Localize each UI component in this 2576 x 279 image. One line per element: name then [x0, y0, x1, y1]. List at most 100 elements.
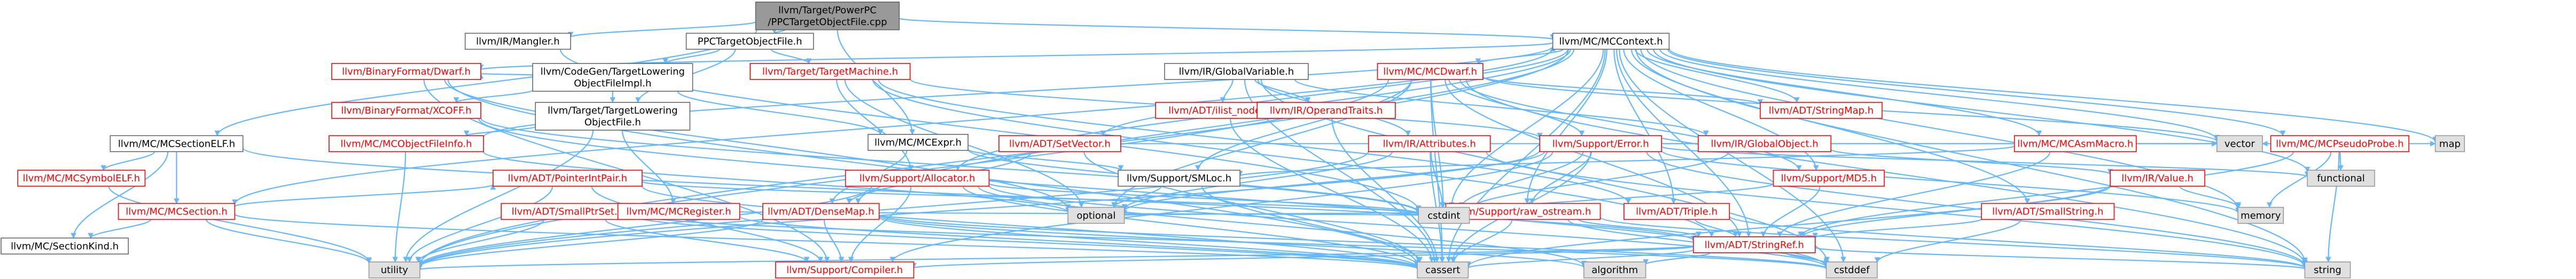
- node-binaryformatxcoff[interactable]: llvm/BinaryFormat/XCOFF.h: [331, 102, 481, 119]
- node-cgtloft[interactable]: llvm/CodeGen/TargetLoweringObjectFileImp…: [532, 63, 693, 92]
- node-box: [1693, 236, 1816, 253]
- node-irvalue[interactable]: llvm/IR/Value.h: [2110, 170, 2205, 187]
- node-binaryformatdwarf[interactable]: llvm/BinaryFormat/Dwarf.h: [331, 63, 481, 80]
- edge-globalvariable-operandtraits: [1254, 79, 1309, 103]
- edge-arrowhead: [88, 233, 93, 239]
- node-ppctof[interactable]: PPCTargetObjectFile.h: [685, 33, 814, 50]
- edge-arrowhead: [1625, 198, 1632, 204]
- node-label: llvm/ADT/Triple.h: [1636, 206, 1718, 218]
- node-label: llvm/MC/MCObjectFileInfo.h: [340, 138, 472, 149]
- node-box: [1417, 261, 1469, 278]
- node-mcsection[interactable]: llvm/MC/MCSection.h: [118, 203, 236, 220]
- node-root: llvm/Target/PowerPC/PPCTargetObjectFile.…: [755, 2, 900, 30]
- node-pointerintpair[interactable]: llvm/ADT/PointerIntPair.h: [493, 170, 643, 187]
- node-box: [1981, 203, 2115, 220]
- node-mcsectionkind[interactable]: llvm/MC/SectionKind.h: [1, 237, 129, 255]
- node-smloc[interactable]: llvm/Support/SMLoc.h: [1118, 170, 1240, 187]
- edge-arrowhead: [1874, 257, 1880, 263]
- node-mcsectionelf[interactable]: llvm/MC/MCSectionELF.h: [110, 135, 244, 153]
- node-label: map: [2439, 138, 2461, 149]
- node-supportallocator[interactable]: llvm/Support/Allocator.h: [845, 170, 990, 187]
- node-box: [1825, 261, 1878, 278]
- node-box: [1698, 135, 1832, 153]
- edge-arrowhead: [1757, 99, 1763, 105]
- node-mcregister[interactable]: llvm/MC/MCRegister.h: [617, 203, 740, 220]
- edge-arrowhead: [1579, 130, 1585, 137]
- node-label: cstdint: [1427, 210, 1460, 221]
- edge-triple-stringref: [1695, 219, 1736, 237]
- edge-mcobjectfileinfo-utility: [394, 152, 407, 262]
- node-box: [1164, 63, 1309, 80]
- node-box: [2434, 135, 2465, 153]
- edge-arrowhead: [1823, 258, 1829, 264]
- node-smallptrset[interactable]: llvm/ADT/SmallPtrSet.h: [501, 203, 635, 220]
- node-mcpseudoprobe[interactable]: llvm/MC/MCPseudoProbe.h: [2270, 135, 2409, 153]
- node-mcdwarf[interactable]: llvm/MC/MCDwarf.h: [1377, 63, 1484, 80]
- node-label: ObjectFile.h: [584, 117, 641, 128]
- edge-binaryformatxcoff-cstdint: [480, 117, 1419, 213]
- edge-arrowhead: [848, 257, 854, 263]
- node-stringref[interactable]: llvm/ADT/StringRef.h: [1693, 236, 1816, 253]
- node-label: llvm/MC/MCAsmMacro.h: [2017, 138, 2133, 149]
- node-globalobject[interactable]: llvm/IR/GlobalObject.h: [1698, 135, 1832, 153]
- node-mcsymbolelf[interactable]: llvm/MC/MCSymbolELF.h: [17, 170, 146, 187]
- node-supportmd5[interactable]: llvm/Support/MD5.h: [1773, 170, 1885, 187]
- node-supporterror[interactable]: llvm/Support/Error.h: [1539, 135, 1662, 153]
- node-label: llvm/IR/Mangler.h: [476, 36, 559, 47]
- edge-densemap-cstddef: [878, 214, 1827, 269]
- edge-stringref-cassert: [1467, 249, 1694, 269]
- node-box: [535, 102, 691, 131]
- node-box: [2237, 206, 2284, 224]
- node-label: llvm/Target/TargetMachine.h: [762, 66, 898, 77]
- node-box: [2307, 170, 2375, 187]
- node-stringmap[interactable]: llvm/ADT/StringMap.h: [1760, 102, 1883, 119]
- edge-arrowhead: [2304, 166, 2310, 173]
- node-mccontext[interactable]: llvm/MC/MCContext.h: [1552, 33, 1670, 50]
- node-densemap[interactable]: llvm/ADT/DenseMap.h: [762, 203, 880, 220]
- node-mcexpr[interactable]: llvm/MC/MCExpr.h: [868, 134, 969, 151]
- edge-supporterror-compiler: [892, 152, 1554, 262]
- node-label: llvm/MC/MCPseudoProbe.h: [2276, 138, 2404, 149]
- edge-mccontext-stringref: [1616, 49, 1750, 237]
- edge-stringref-string: [1814, 246, 2306, 270]
- edge-supporterror-rawostream: [1532, 152, 1593, 204]
- node-box: [998, 135, 1121, 153]
- edge-ppctof-targetmachine: [770, 49, 810, 64]
- node-box: [1539, 135, 1662, 153]
- node-memory: memory: [2237, 206, 2284, 224]
- edge-mcasmmacro-smloc: [1239, 145, 2015, 177]
- node-box: [775, 261, 915, 278]
- node-box: [1623, 203, 1730, 220]
- edge-mccontext-mcpseudoprobe: [1667, 49, 2284, 136]
- node-label: PPCTargetObjectFile.h: [698, 36, 802, 47]
- edge-mcsectionelf-mcsectionkind: [73, 152, 169, 238]
- node-label: llvm/MC/SectionKind.h: [11, 241, 119, 252]
- node-smallstring[interactable]: llvm/ADT/SmallString.h: [1981, 203, 2115, 220]
- node-operandtraits[interactable]: llvm/IR/OperandTraits.h: [1256, 102, 1396, 119]
- node-mcasmmacro[interactable]: llvm/MC/MCAsmMacro.h: [2013, 135, 2137, 153]
- node-rawostream[interactable]: llvm/Support/raw_ostream.h: [1445, 203, 1601, 220]
- edge-mcasmmacro-stringref: [1779, 152, 2051, 237]
- node-vector: vector: [2216, 135, 2263, 153]
- node-irmangler[interactable]: llvm/IR/Mangler.h: [464, 33, 571, 50]
- node-setvector[interactable]: llvm/ADT/SetVector.h: [998, 135, 1121, 153]
- node-compiler[interactable]: llvm/Support/Compiler.h: [775, 261, 915, 278]
- node-triple[interactable]: llvm/ADT/Triple.h: [1623, 203, 1730, 220]
- node-mcobjectfileinfo[interactable]: llvm/MC/MCObjectFileInfo.h: [329, 135, 484, 153]
- edge-smallptrset-compiler: [605, 219, 808, 262]
- edge-smallstring-stringref: [1814, 218, 1982, 238]
- node-label: /PPCTargetObjectFile.cpp: [768, 17, 887, 28]
- edge-irattributes-cstdint: [1430, 152, 1443, 208]
- node-targetmachine[interactable]: llvm/Target/TargetMachine.h: [750, 63, 911, 80]
- edge-arrowhead: [824, 257, 830, 263]
- edge-arrowhead: [403, 257, 409, 263]
- edge-mccontext-map: [1668, 48, 2436, 142]
- node-irattributes[interactable]: llvm/IR/Attributes.h: [1368, 135, 1491, 153]
- edge-arrowhead: [1415, 257, 1422, 263]
- node-label: llvm/MC/MCExpr.h: [875, 137, 962, 148]
- node-label: llvm/BinaryFormat/XCOFF.h: [341, 105, 471, 116]
- node-globalvariable[interactable]: llvm/IR/GlobalVariable.h: [1164, 63, 1309, 80]
- edge-rawostream-string: [1599, 217, 2306, 269]
